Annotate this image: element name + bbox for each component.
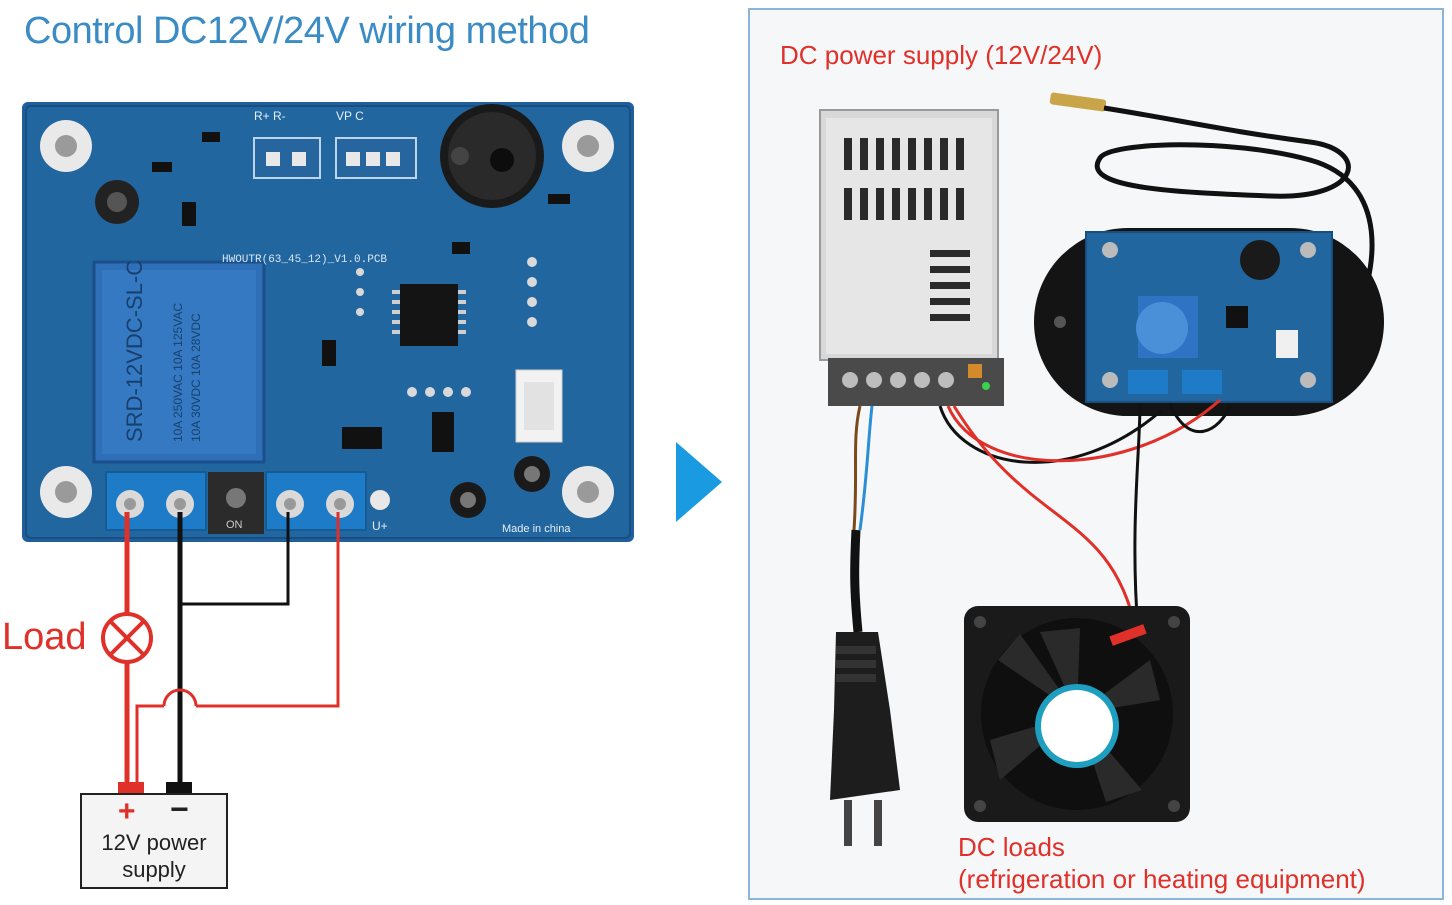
dc-power-supply-unit bbox=[819, 109, 1004, 406]
relay-model-text: SRD-12VDC-SL-C bbox=[122, 260, 147, 442]
relay-rating-text-2: 10A 30VDC 10A 28VDC bbox=[189, 313, 203, 442]
switch-on-label: ON bbox=[226, 519, 243, 531]
made-in-china-text: Made in china bbox=[502, 523, 571, 535]
u-plus-label: U+ bbox=[372, 519, 388, 533]
positive-terminal-sign: + bbox=[118, 795, 136, 828]
dc-loads-label: DC loads bbox=[958, 832, 1065, 862]
arrow-right-icon bbox=[676, 442, 722, 522]
right-photo-panel: DC power supply (12V/24V) bbox=[748, 8, 1444, 900]
thermostat-controller bbox=[1034, 228, 1384, 416]
pcb-name-text: HWOUTR(63_45_12)_V1.0.PCB bbox=[222, 254, 387, 266]
left-wiring-panel: Control DC12V/24V wiring method SRD-12VD… bbox=[0, 0, 680, 905]
sensor-r-label: R+ R- bbox=[254, 109, 286, 123]
power-supply-label-line1: 12V power bbox=[101, 830, 207, 855]
power-supply-label-line2: supply bbox=[122, 857, 186, 882]
negative-terminal-sign: − bbox=[170, 791, 189, 827]
setup-illustration bbox=[819, 92, 1384, 846]
page-title: Control DC12V/24V wiring method bbox=[24, 10, 590, 52]
relay-rating-text-1: 10A 250VAC 10A 125VAC bbox=[171, 303, 185, 442]
temperature-probe bbox=[1049, 92, 1375, 332]
load-label: Load bbox=[2, 616, 87, 658]
dc-fan-icon bbox=[964, 606, 1190, 822]
dc-loads-description: (refrigeration or heating equipment) bbox=[958, 864, 1366, 894]
power-supply-box: + − 12V power supply bbox=[80, 791, 228, 889]
sensor-vp-label: VP C bbox=[336, 109, 364, 123]
power-supply-label: 12V power supply bbox=[82, 829, 226, 883]
dc-supply-label: DC power supply (12V/24V) bbox=[780, 40, 1103, 70]
wiring-lines bbox=[101, 512, 340, 794]
ac-plug-icon bbox=[830, 529, 900, 846]
pcb-board-image: SRD-12VDC-SL-C 10A 250VAC 10A 125VAC 10A… bbox=[22, 102, 634, 542]
